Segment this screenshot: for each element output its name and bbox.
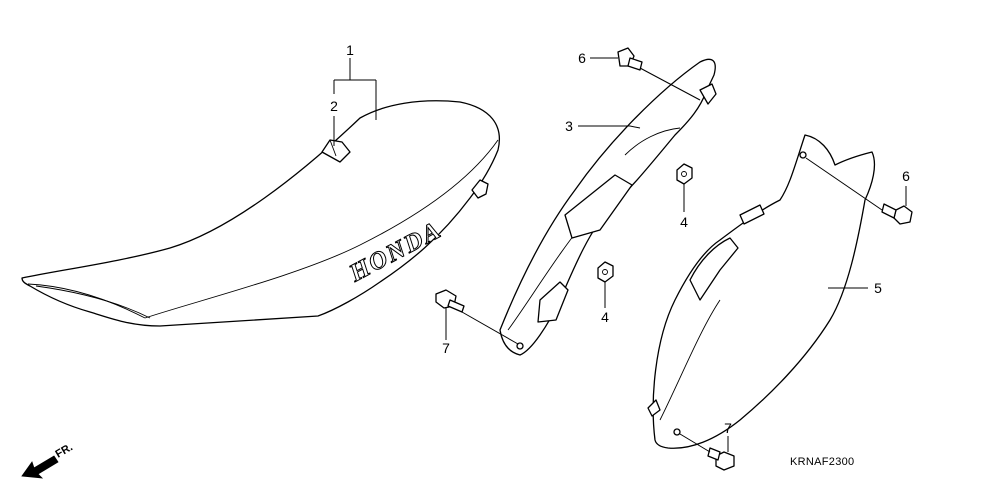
bolt-6-top — [617, 47, 643, 71]
strap-part — [321, 139, 351, 163]
front-arrow — [21, 455, 59, 479]
callout-1: 1 — [346, 42, 354, 58]
left-side-cover — [499, 58, 717, 356]
nut-4-lower — [597, 261, 614, 283]
callout-3: 3 — [565, 118, 573, 134]
bolt-6-right — [881, 203, 913, 225]
callout-7-bottom: 7 — [724, 420, 732, 436]
front-marker-label: FR. — [54, 441, 75, 460]
nut-4-upper — [676, 163, 693, 185]
callout-4-lower: 4 — [601, 309, 609, 325]
figure-code: KRNAF2300 — [790, 456, 855, 468]
leader-lines — [333, 57, 907, 453]
right-side-cover — [647, 134, 876, 449]
callout-6-top: 6 — [578, 50, 586, 66]
bolt-7-left — [435, 289, 465, 313]
seat-part — [21, 100, 500, 327]
callout-6-right: 6 — [902, 168, 910, 184]
bolt-7-bottom — [707, 447, 735, 471]
callout-2: 2 — [330, 98, 338, 114]
callout-7-left: 7 — [442, 340, 450, 356]
callout-4-upper: 4 — [680, 214, 688, 230]
callout-5: 5 — [874, 280, 882, 296]
